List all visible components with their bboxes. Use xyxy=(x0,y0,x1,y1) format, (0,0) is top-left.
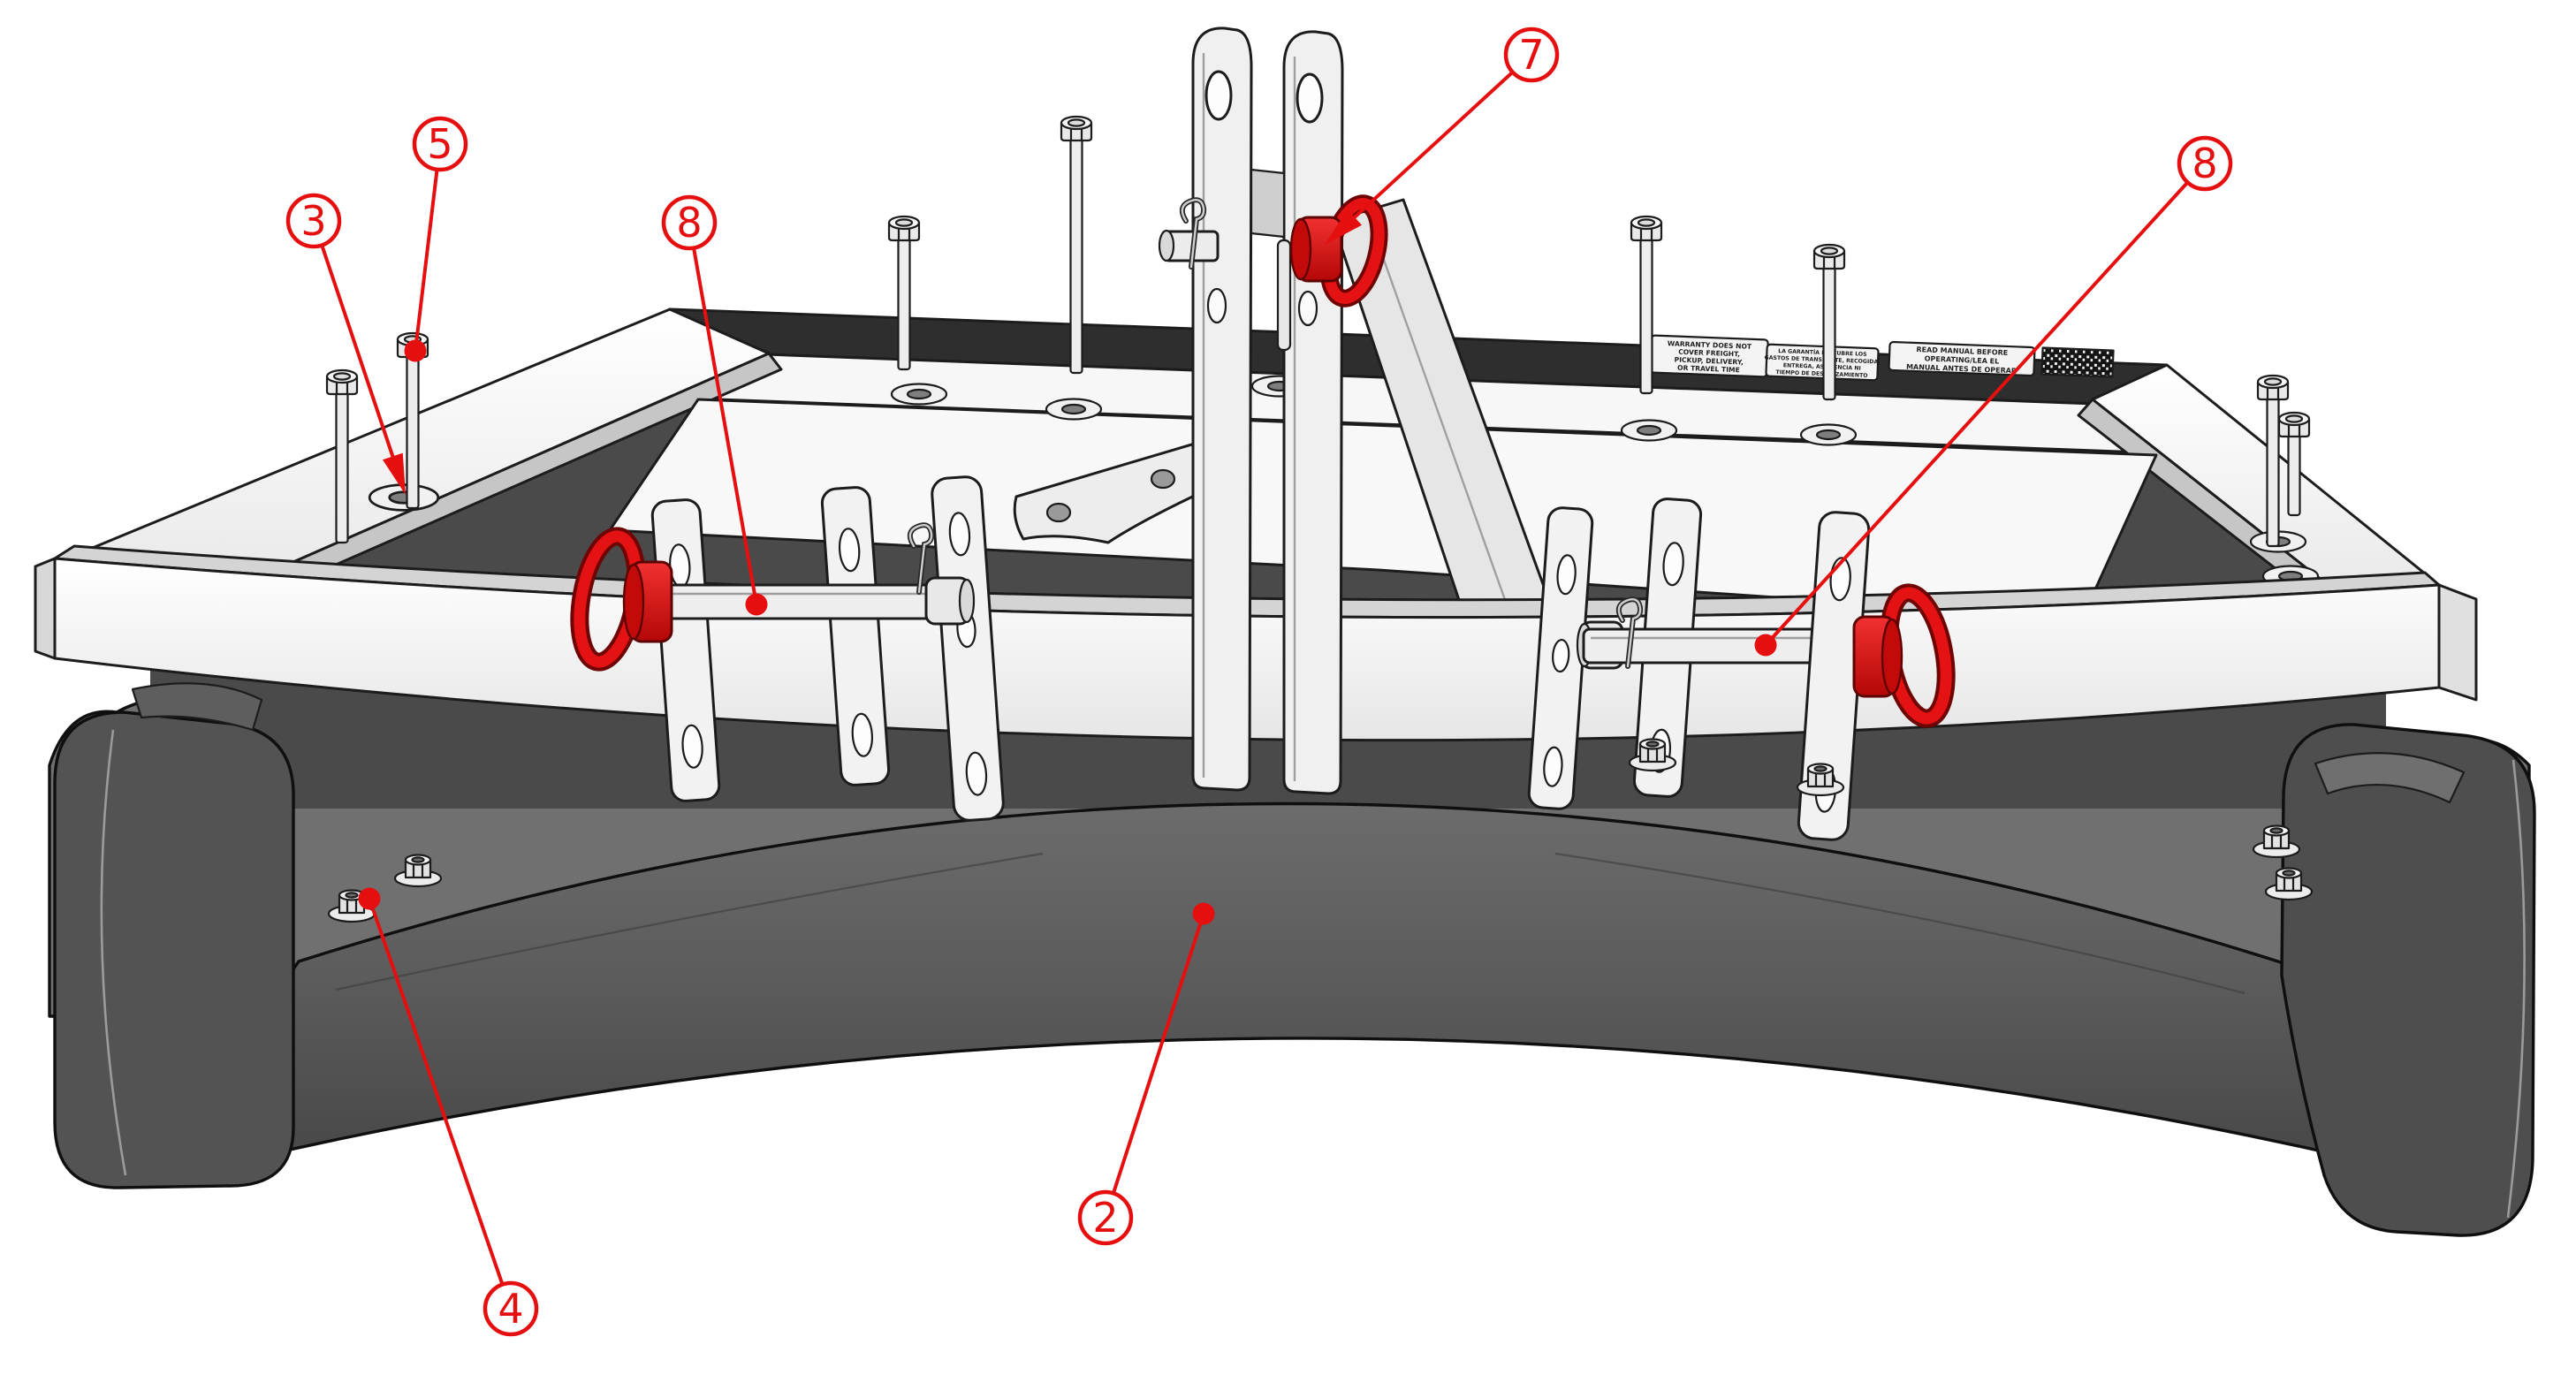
callout-balloon xyxy=(2177,135,2233,192)
qr-code xyxy=(2040,346,2115,378)
mast-top-link-hole-left xyxy=(1204,70,1233,121)
decal-warranty-en-line3: PICKUP, DELIVERY, xyxy=(1674,355,1744,366)
callout-4: 4 xyxy=(358,887,539,1337)
callout-5: 5 xyxy=(404,116,468,362)
leader-dot xyxy=(1192,902,1215,925)
callout-8-left: 8 xyxy=(661,194,768,616)
drum-end-cap-left xyxy=(53,710,295,1189)
hex-bolt xyxy=(2256,374,2290,548)
callout-number: 4 xyxy=(498,1285,523,1333)
leader-dot xyxy=(745,593,768,616)
hex-bolt xyxy=(325,368,359,544)
flat-washer xyxy=(1045,398,1103,421)
callout-leader-line xyxy=(1764,181,2189,647)
decal-warranty-es: LA GARANTÍA NO CUBRE LOS GASTOS DE TRANS… xyxy=(1764,343,1881,382)
flat-washer xyxy=(890,383,948,406)
hardware xyxy=(325,115,2320,588)
callout-8-right: 8 xyxy=(1754,135,2233,657)
decal-warranty-en: WARRANTY DOES NOT COVER FREIGHT, PICKUP,… xyxy=(1649,334,1769,378)
callout-7: 7 xyxy=(1325,27,1560,245)
frame-deck-plate xyxy=(608,398,2158,620)
clevis-pin-right xyxy=(1527,498,1956,841)
decal-warranty-en-line2: COVER FREIGHT, xyxy=(1678,348,1740,359)
leader-dot xyxy=(358,887,381,910)
callout-number: 3 xyxy=(300,197,326,245)
pin-lug-bracket xyxy=(820,486,891,786)
callouts-layer: 2 3 4 5 7 8 8 xyxy=(285,27,2233,1337)
callout-leader-line xyxy=(1112,912,1205,1194)
decal-warranty-es-line3: ENTREGA, ASISTENCIA NI xyxy=(1783,362,1861,371)
hex-bolt xyxy=(1630,215,1663,395)
front-rail-end-cap-left xyxy=(34,557,57,660)
top-link-pin xyxy=(1158,194,1388,308)
leader-arrowhead xyxy=(1325,209,1362,245)
hitch-mast xyxy=(1158,27,1388,795)
callout-leader-line xyxy=(414,169,439,353)
callout-number: 2 xyxy=(1092,1194,1118,1242)
hex-bolt xyxy=(887,215,921,371)
clevis-pin-left xyxy=(570,475,1005,822)
decal-read-manual-line2: OPERATING/LEA EL xyxy=(1925,354,2000,365)
pin-lug-bracket xyxy=(1527,506,1594,810)
decal-warranty-es-line4: TIEMPO DE DESPLAZAMIENTO xyxy=(1775,369,1867,379)
mast-plate-right xyxy=(1282,30,1344,795)
callout-number: 8 xyxy=(676,199,702,247)
callout-balloon xyxy=(661,194,718,251)
leader-dot xyxy=(1754,634,1777,657)
hex-bolt xyxy=(1060,115,1093,375)
callout-3: 3 xyxy=(285,193,406,495)
callout-2: 2 xyxy=(1077,902,1215,1246)
decal-warranty-en-line1: WARRANTY DOES NOT xyxy=(1668,339,1752,351)
mast-plate-left xyxy=(1191,27,1253,792)
hex-bolt xyxy=(1812,243,1846,401)
callout-balloon xyxy=(483,1280,539,1337)
mast-cross-block xyxy=(1250,168,1286,239)
callout-balloon xyxy=(285,193,342,249)
front-rail-end-cap-right xyxy=(2437,583,2478,702)
callout-number: 5 xyxy=(427,120,452,168)
callout-number: 7 xyxy=(1518,31,1544,79)
decal-read-manual-line1: READ MANUAL BEFORE xyxy=(1916,346,2008,357)
callout-balloon xyxy=(412,116,468,172)
callout-balloon xyxy=(1503,27,1560,83)
callout-number: 8 xyxy=(2192,140,2217,187)
hex-bolt xyxy=(2277,411,2311,517)
flat-washer xyxy=(1799,423,1858,446)
decal-warranty-en-line4: OR TRAVEL TIME xyxy=(1677,364,1740,375)
callout-leader-line xyxy=(692,247,758,606)
leader-dot xyxy=(404,339,427,362)
mast-top-link-hole-right xyxy=(1296,72,1324,124)
mast-center-bolt-shaft xyxy=(1276,239,1292,352)
leader-arrowhead xyxy=(382,452,406,495)
callout-balloon xyxy=(1077,1189,1134,1246)
mast-lower-hole-left xyxy=(1206,287,1227,324)
drum-cap-right-lip xyxy=(2314,752,2466,804)
callout-leader-line xyxy=(1349,71,1514,222)
drum-end-cap-right xyxy=(2280,723,2536,1237)
drum-cap-left-lip xyxy=(131,682,263,732)
decal-read-manual: READ MANUAL BEFORE OPERATING/LEA EL MANU… xyxy=(1888,340,2036,377)
callout-leader-line xyxy=(320,245,396,462)
callout-leader-line xyxy=(368,897,504,1285)
flat-washer xyxy=(1620,419,1678,442)
mast-lower-hole-right xyxy=(1297,290,1318,327)
